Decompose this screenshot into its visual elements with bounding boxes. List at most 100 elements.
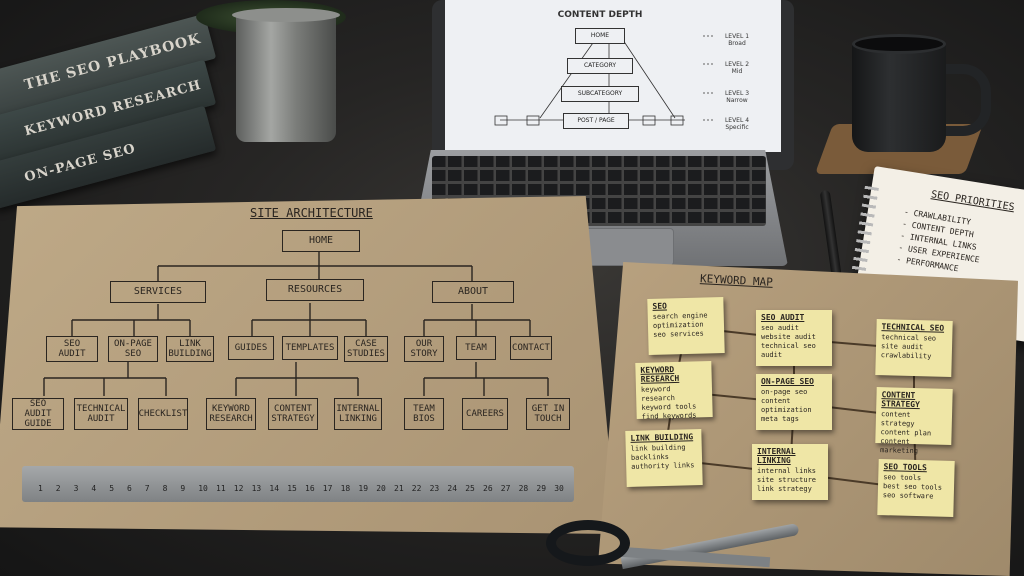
ruler-number: 19 [358, 484, 369, 493]
sticky-note-line: seo software [882, 491, 934, 501]
sticky-note-line: seo audit [761, 324, 799, 332]
sticky-note-title: LINK BUILDING [630, 432, 694, 443]
node-seo-audit: SEO AUDIT [46, 336, 98, 362]
ruler-number: 3 [73, 484, 79, 493]
ruler-number: 29 [536, 484, 547, 493]
scissors-handle [546, 520, 630, 566]
sticky-note-title: CONTENT STRATEGY [881, 390, 920, 410]
ruler-number: 1 [38, 484, 43, 493]
node-templates: TEMPLATES [282, 336, 338, 360]
sticky-note-title: SEO TOOLS [883, 462, 928, 473]
node-careers: CAREERS [462, 398, 508, 430]
sticky-note-line: content strategy [880, 410, 915, 429]
sticky-note-line: content optimization [761, 397, 812, 414]
node-technical-audit: TECHNICAL AUDIT [74, 398, 128, 430]
sticky-note-line: find keywords [641, 411, 697, 421]
ruler-number: 15 [287, 484, 297, 493]
sticky-note-line: content marketing [879, 437, 919, 456]
sticky-note-line: website audit [761, 333, 816, 341]
mug-handle [935, 64, 991, 136]
screen-node-post: POST / PAGE [563, 113, 629, 129]
ruler-number: 16 [305, 484, 315, 493]
node-home: HOME [282, 230, 360, 252]
sticky-note-line: site structure [757, 476, 817, 484]
sticky-note-line: keyword research [640, 385, 676, 403]
sticky-note-title: ON-PAGE SEO [761, 377, 814, 386]
ruler-number: 5 [109, 484, 115, 493]
sticky-note-line: crawlability [880, 351, 932, 361]
ruler-number: 4 [91, 484, 97, 493]
node-resources: RESOURCES [266, 279, 364, 301]
laptop-screen: CONTENT DEPTH HOME CATEGORY SUBCATEGORY … [445, 0, 781, 152]
ruler-number: 20 [376, 484, 386, 493]
sticky-note-line: link strategy [757, 485, 812, 493]
notebook-title: SEO PRIORITIES [930, 189, 1016, 214]
node-link-building: LINK BUILDING [166, 336, 214, 362]
node-keyword-research: KEYWORD RESEARCH [206, 398, 256, 430]
ruler-number: 22 [411, 484, 422, 493]
ruler-number: 12 [233, 484, 244, 493]
ruler-number: 13 [251, 484, 262, 493]
node-team: TEAM [456, 336, 496, 360]
ruler-number: 2 [55, 484, 61, 493]
mug-opening [852, 34, 946, 54]
sticky-note-title: INTERNAL LINKING [757, 447, 796, 465]
metal-plant-pot [236, 14, 336, 142]
site-architecture-title: SITE ARCHITECTURE [250, 206, 373, 220]
sticky-note-line: internal links [757, 467, 817, 475]
sticky-note-line: meta tags [761, 415, 799, 423]
node-our-story: OUR STORY [404, 336, 444, 362]
ruler-number: 9 [180, 484, 186, 493]
node-get-in-touch: GET IN TOUCH [526, 398, 570, 430]
ruler-number: 26 [483, 484, 493, 493]
ruler-number: 14 [269, 484, 280, 493]
node-internal-linking: INTERNAL LINKING [334, 398, 382, 430]
ruler-number: 6 [127, 484, 132, 493]
sticky-note-line: seo services [653, 329, 704, 339]
ruler-number: 10 [198, 484, 208, 493]
ruler-number: 27 [500, 484, 511, 493]
sticky-note-title: KEYWORD RESEARCH [640, 364, 680, 384]
ruler-number: 8 [162, 484, 168, 493]
ruler-number: 23 [429, 484, 440, 493]
pot-rim [232, 8, 340, 22]
screen-node-category: CATEGORY [567, 58, 633, 74]
node-seo-audit-guide: SEO AUDIT GUIDE [12, 398, 64, 430]
ruler-number: 21 [394, 484, 404, 493]
ruler-number: 24 [447, 484, 458, 493]
node-on-page-seo: ON-PAGE SEO [108, 336, 158, 362]
node-content-strategy: CONTENT STRATEGY [268, 398, 318, 430]
ruler-number: 7 [144, 484, 150, 493]
ruler-number: 30 [554, 484, 564, 493]
site-architecture-lines [43, 252, 549, 396]
sticky-note-line: technical seo audit [761, 342, 816, 359]
ruler-number: 11 [216, 484, 226, 493]
sticky-note-title: SEO AUDIT [761, 313, 805, 322]
node-services: SERVICES [110, 281, 206, 303]
coffee-mug [852, 40, 946, 152]
black-pen [819, 189, 843, 283]
sticky-note-title: TECHNICAL SEO [881, 322, 945, 333]
screen-node-subcategory: SUBCATEGORY [561, 86, 639, 102]
node-team-bios: TEAM BIOS [404, 398, 444, 430]
ruler-number: 17 [322, 484, 333, 493]
screen-title: CONTENT DEPTH [557, 10, 643, 20]
node-contact: CONTACT [510, 336, 552, 360]
sticky-note-title: SEO [652, 301, 668, 311]
ruler-number: 25 [465, 484, 475, 493]
ruler-number: 28 [518, 484, 529, 493]
node-case-studies: CASE STUDIES [344, 336, 388, 362]
